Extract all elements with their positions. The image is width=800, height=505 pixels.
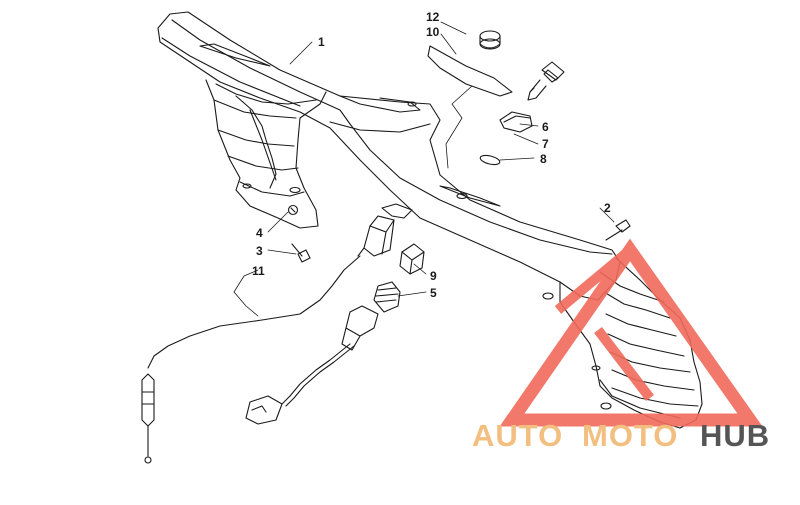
watermark-auto: AUTO [472, 418, 563, 453]
warning-triangle-icon [499, 238, 763, 427]
screw-part-2 [605, 219, 631, 241]
decal-part-10 [427, 45, 513, 97]
callout-9: 9 [430, 269, 437, 283]
callout-3: 3 [256, 244, 263, 258]
lamp-socket [357, 203, 413, 257]
callout-labels: 1 12 10 6 7 8 2 4 3 11 9 5 [252, 10, 611, 300]
switch-part-9 [399, 243, 425, 275]
callout-11: 11 [252, 264, 265, 278]
watermark-moto: MOTO [582, 418, 678, 453]
callout-7: 7 [542, 137, 549, 151]
left-bracket [205, 79, 327, 229]
wire-harness [245, 343, 355, 425]
callout-6: 6 [542, 120, 549, 134]
cap-part-12 [479, 30, 501, 50]
watermark-hub: HUB [700, 418, 770, 453]
callout-8: 8 [540, 152, 547, 166]
o-ring-part-8 [479, 154, 501, 166]
key-switch [527, 61, 565, 101]
callout-10: 10 [426, 25, 440, 39]
callout-2: 2 [604, 201, 611, 215]
callout-4: 4 [256, 226, 263, 240]
callout-12: 12 [426, 10, 440, 24]
key-housing-part-7 [499, 111, 533, 133]
bolt-part-3 [291, 243, 311, 263]
callout-1: 1 [318, 35, 325, 49]
callout-5: 5 [430, 286, 437, 300]
leader-lines [233, 21, 615, 317]
bulb-part-5 [341, 281, 401, 351]
watermark-logo: AUTO MOTO HUB [472, 238, 770, 453]
dash-panel [157, 11, 621, 301]
cable-part-11 [141, 255, 361, 464]
